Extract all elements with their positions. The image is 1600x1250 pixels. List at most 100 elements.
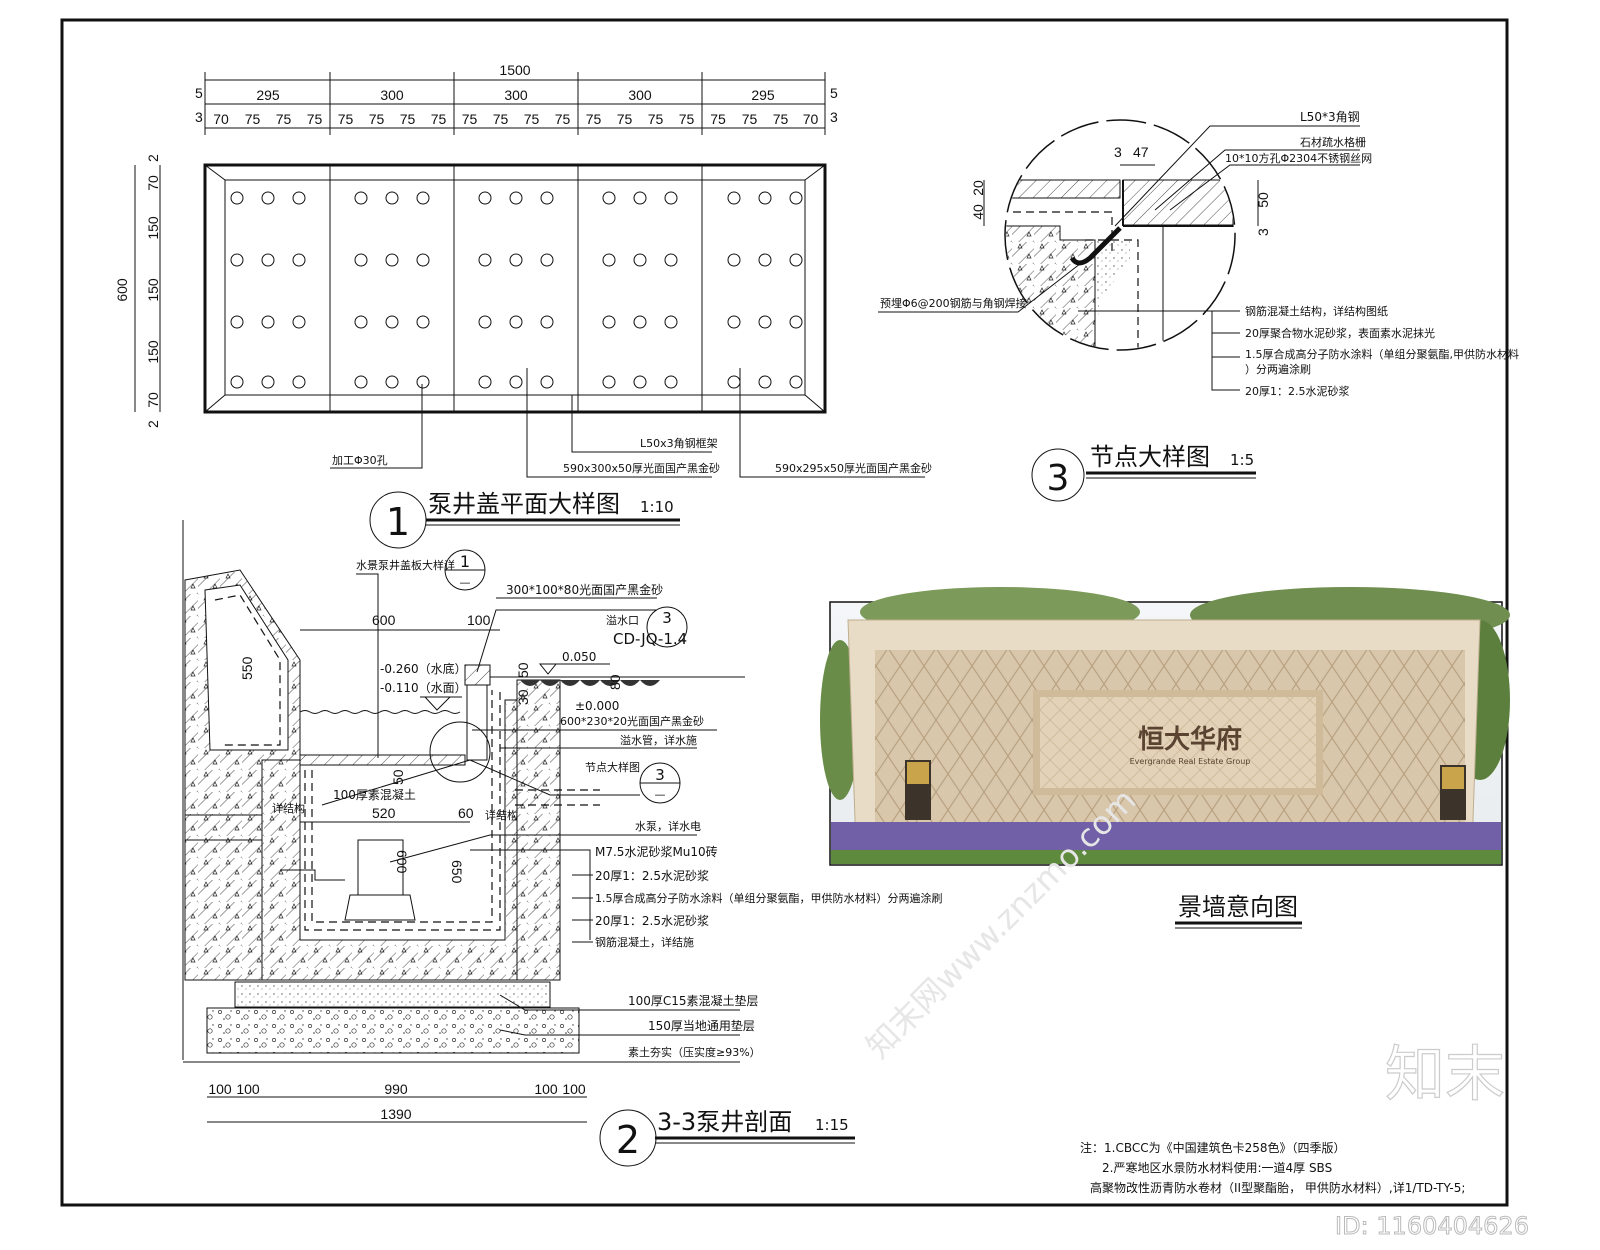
dim-side: 150 [145, 340, 161, 364]
drain-hole [478, 253, 492, 267]
dim-40: 40 [970, 204, 986, 220]
dim-100: 100 [467, 612, 491, 628]
label-ref-detail: 水景泵井盖板大样详 [356, 558, 455, 572]
dim-30: 30 [515, 689, 531, 705]
node-ref-number: 3 [655, 766, 665, 784]
drain-hole [633, 253, 647, 267]
drain-hole [727, 253, 741, 267]
drain-hole [664, 315, 678, 329]
dim-side-small: 2 [145, 420, 161, 428]
label-layer1: 钢筋混凝土结构，详结构图纸 [1245, 304, 1388, 318]
dim-side: 70 [145, 392, 161, 408]
dim-seg: 300 [380, 87, 404, 103]
dim-50: 50 [515, 662, 531, 678]
label-frame: L50x3角钢框架 [640, 437, 718, 450]
label-mortar2: 20厚1：2.5水泥砂浆 [595, 913, 709, 928]
dim-sub: 75 [338, 111, 354, 127]
label-mortar1: 20厚1：2.5水泥砂浆 [595, 868, 709, 883]
label-coping: 300*100*80光面国产黑金砂 [506, 582, 663, 597]
label-see-struct: 详结构 [485, 808, 518, 822]
drain-hole [385, 191, 399, 205]
callout-number: 2 [616, 1118, 640, 1162]
dim-20: 20 [970, 180, 986, 196]
drain-hole [478, 191, 492, 205]
drain-hole [416, 375, 430, 389]
dim-bottom: 100 [534, 1081, 558, 1097]
drain-hole [789, 191, 803, 205]
dim-side-small: 2 [145, 154, 161, 162]
dim-60: 60 [458, 805, 474, 821]
drain-hole [540, 191, 554, 205]
drain-hole [664, 191, 678, 205]
dim-sub: 75 [679, 111, 695, 127]
label-overflow-pipe: 溢水管，详水施 [620, 733, 697, 747]
label-layer2: 20厚聚合物水泥砂浆，表面素水泥抹光 [1245, 326, 1435, 340]
label-brick: M7.5水泥砂浆Mu10砖 [595, 844, 718, 859]
level-000: ±0.000 [575, 699, 619, 713]
drain-hole [633, 375, 647, 389]
dim-bottom: 100 [236, 1081, 260, 1097]
dim-bottom: 100 [562, 1081, 586, 1097]
drain-hole [385, 375, 399, 389]
node-scale: 1:5 [1230, 451, 1254, 469]
drain-hole [292, 191, 306, 205]
dim-total: 1390 [380, 1106, 411, 1122]
dim-end: 3 [195, 109, 203, 125]
drain-hole [727, 375, 741, 389]
label-layer4: 20厚1：2.5水泥砂浆 [1245, 384, 1350, 398]
dim-sub: 75 [400, 111, 416, 127]
label-layer3a: 1.5厚合成高分子防水涂料（单组分聚氨酯,甲供防水材料 [1245, 347, 1519, 361]
dim-520: 520 [372, 805, 396, 821]
dim-650: 650 [449, 860, 465, 884]
drain-hole [758, 191, 772, 205]
drain-hole [416, 191, 430, 205]
drain-hole [664, 253, 678, 267]
ref-sub: — [460, 576, 471, 589]
drain-hole [540, 253, 554, 267]
drain-hole [230, 315, 244, 329]
label-layer3b: ）分两遍涂刷 [1245, 362, 1311, 376]
label-see-struct-left: 详结构 [272, 801, 305, 815]
dim-600: 600 [372, 612, 396, 628]
dim-side: 150 [145, 216, 161, 240]
drain-hole [789, 315, 803, 329]
dim-3: 3 [1114, 144, 1122, 160]
dim-sub: 75 [369, 111, 385, 127]
dim-side: 150 [145, 278, 161, 302]
note-line-3: 高聚物改性沥青防水卷材（II型聚酯胎， 甲供防水材料）,详1/TD-TY-5; [1090, 1180, 1465, 1195]
dim-side: 70 [145, 175, 161, 191]
label-c15: 100厚C15素混凝土垫层 [628, 993, 759, 1008]
dim-sub: 75 [307, 111, 323, 127]
label-stone-300: 590x300x50厚光面国产黑金砂 [563, 461, 720, 475]
dim-bottom: 990 [384, 1081, 408, 1097]
level-050: 0.050 [562, 650, 596, 664]
dim-end: 3 [830, 109, 838, 125]
dim-600b: 600 [394, 850, 410, 874]
dim-seg: 300 [504, 87, 528, 103]
drain-hole [664, 375, 678, 389]
watermark-id: ID: 1160404626 [1335, 1212, 1529, 1240]
section-title: 3-3泵井剖面 [657, 1108, 792, 1136]
drain-hole [789, 253, 803, 267]
label-angle: L50*3角钢 [1300, 110, 1360, 124]
plan-title: 泵井盖平面大样图 [428, 490, 620, 518]
label-grate: 石材疏水格栅 [1300, 135, 1366, 149]
landscape-wall-render: 恒大华府 Evergrande Real Estate Group 景墙意向图 [820, 587, 1510, 929]
dim-height: 600 [114, 278, 130, 302]
drain-hole [230, 191, 244, 205]
dim-sub: 75 [773, 111, 789, 127]
dim-sub: 75 [617, 111, 633, 127]
plan-scale: 1:10 [640, 498, 674, 516]
dim-47: 47 [1133, 144, 1149, 160]
drain-hole [509, 253, 523, 267]
section-scale: 1:15 [815, 1116, 849, 1134]
watermark-logo: 知末 [1385, 1040, 1505, 1110]
dim-80: 80 [607, 674, 623, 690]
drain-hole [261, 375, 275, 389]
drain-hole [758, 315, 772, 329]
drain-hole [385, 253, 399, 267]
drain-hole [602, 315, 616, 329]
drain-hole [789, 375, 803, 389]
overflow-ref: CD-JQ-1.4 [613, 630, 687, 648]
